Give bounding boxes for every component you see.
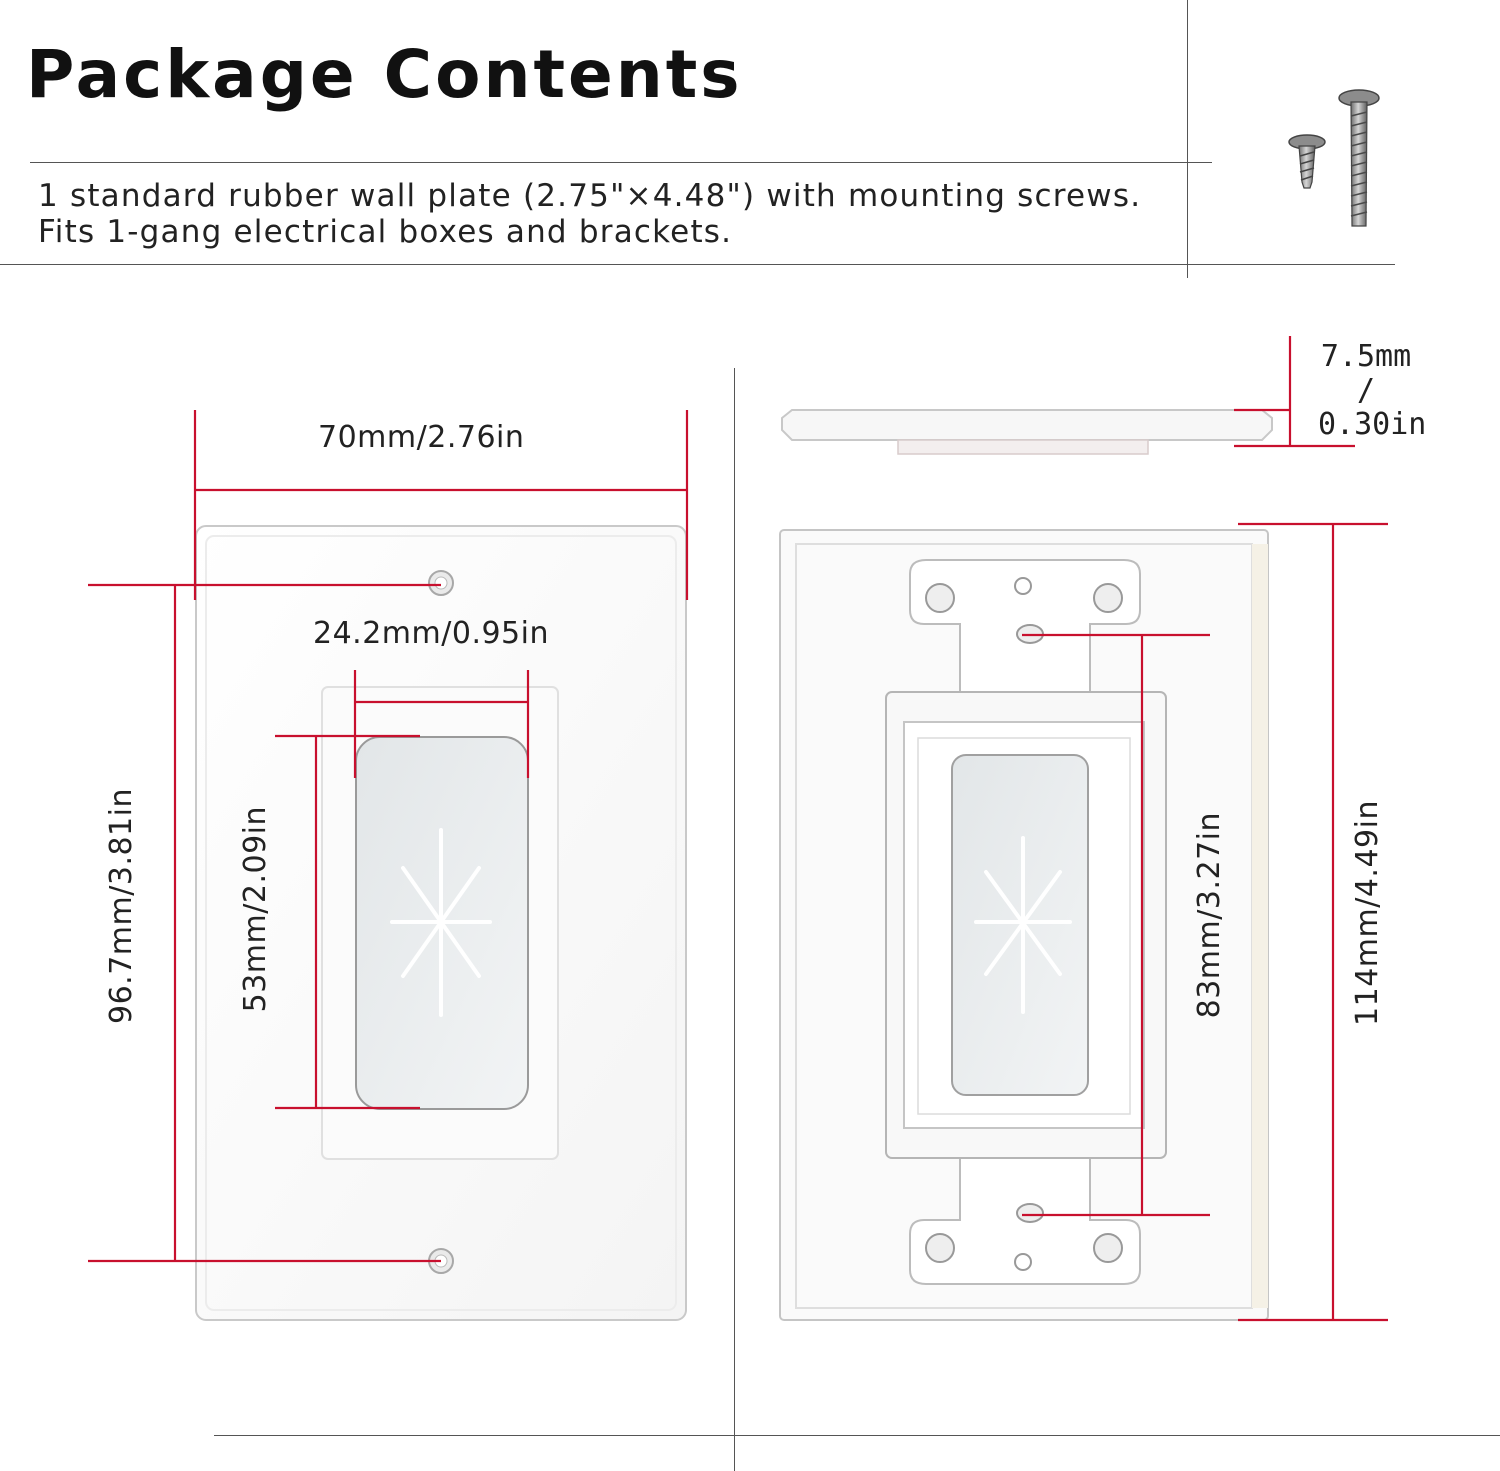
header-bottom-divider (0, 264, 1395, 265)
bracket-spacing-label: 83mm/3.27in (1192, 812, 1227, 1019)
panel-divider (734, 368, 735, 1471)
thickness-label: 7.5mm / 0.30in (1318, 339, 1427, 442)
opening-width-label: 24.2mm/0.95in (313, 616, 549, 651)
description-line-1: 1 standard rubber wall plate (2.75"×4.48… (38, 178, 1142, 214)
long-screw-icon (1338, 89, 1380, 227)
short-screw-icon (1288, 134, 1326, 189)
plate-height-label: 114mm/4.49in (1350, 800, 1385, 1026)
thickness-separator: / (1356, 373, 1376, 408)
description-line-2: Fits 1-gang electrical boxes and bracket… (38, 214, 733, 250)
dimension-lines (88, 336, 1388, 1322)
thickness-mm: 7.5mm (1320, 339, 1412, 374)
wall-plate-front (195, 525, 687, 1321)
wall-plate-side-view (781, 409, 1273, 455)
header-divider (30, 162, 1212, 163)
flex-slit-icon (390, 828, 492, 1017)
header-vertical-divider (1187, 0, 1188, 278)
page-title: Package Contents (26, 36, 743, 113)
thickness-in: 0.30in (1318, 407, 1427, 442)
screw-spacing-label: 96.7mm/3.81in (104, 788, 139, 1024)
plate-width-label: 70mm/2.76in (318, 420, 525, 455)
flex-slit-back-icon (974, 836, 1072, 1014)
wall-plate-back (779, 529, 1269, 1321)
footer-divider (214, 1435, 1500, 1436)
package-description: 1 standard rubber wall plate (2.75"×4.48… (38, 178, 1141, 250)
opening-height-label: 53mm/2.09in (238, 806, 273, 1013)
